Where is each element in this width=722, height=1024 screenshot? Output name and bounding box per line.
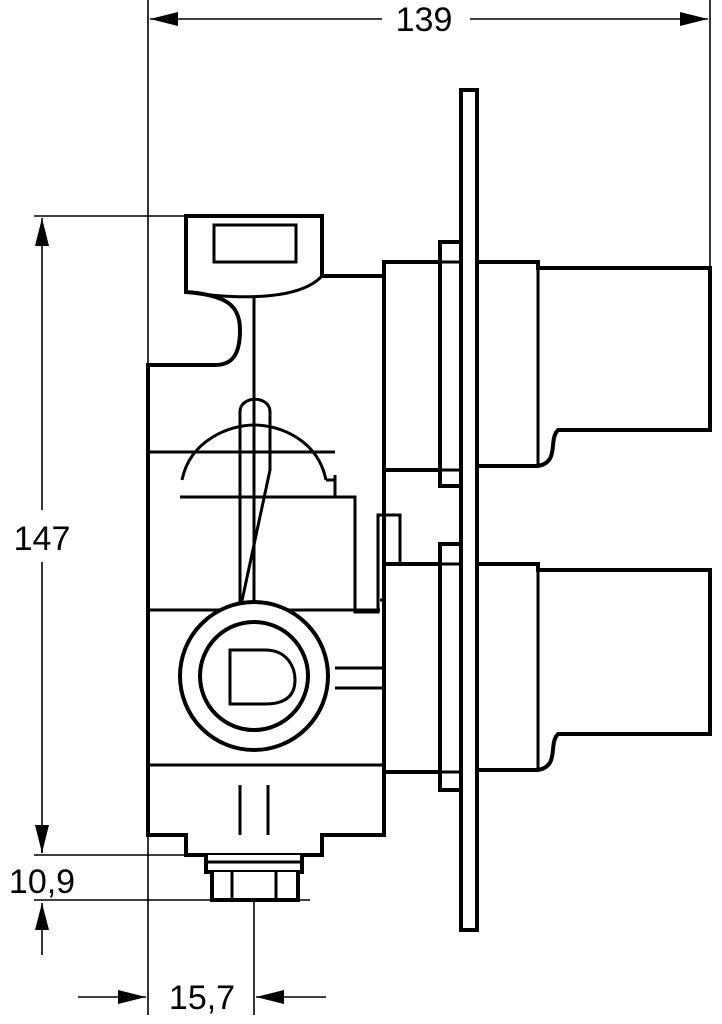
dimension-label-width: 139 <box>396 1 453 39</box>
cartridge-dome <box>180 423 328 481</box>
upper-handle <box>475 260 712 468</box>
outlet-ring-outer <box>178 600 330 752</box>
arrowhead <box>35 903 49 930</box>
cover-plate-rect <box>459 88 479 932</box>
upper-handle-assembly <box>382 240 712 488</box>
cartridge-stem <box>238 397 272 611</box>
top-cap-inner <box>212 223 298 264</box>
dimension-label-outlet-offset: 15,7 <box>169 979 235 1017</box>
top-cap-curve <box>185 274 324 299</box>
lower-handle <box>475 562 712 772</box>
arrowhead <box>256 990 284 1004</box>
lower-handle-assembly <box>382 542 712 792</box>
dimension-label-bottom-offset: 10,9 <box>9 863 75 901</box>
upper-spindle-housing <box>382 260 442 472</box>
upper-rosette <box>438 240 463 488</box>
arrowhead <box>118 990 146 1004</box>
lower-spindle-housing <box>382 562 442 774</box>
valve-body <box>146 214 402 902</box>
arrowhead <box>680 12 708 26</box>
lower-rosette <box>438 542 463 792</box>
arrowhead <box>150 12 178 26</box>
bottom-nut <box>210 872 300 902</box>
outlet-d-shape <box>228 648 297 706</box>
dimension-label-height: 147 <box>14 520 71 558</box>
outlet-ring-inner <box>198 620 310 732</box>
arrowhead <box>35 218 49 246</box>
cover-plate <box>459 88 479 932</box>
body-outline <box>146 214 386 857</box>
dimension-outlet-offset: 15,7 <box>78 900 326 1017</box>
